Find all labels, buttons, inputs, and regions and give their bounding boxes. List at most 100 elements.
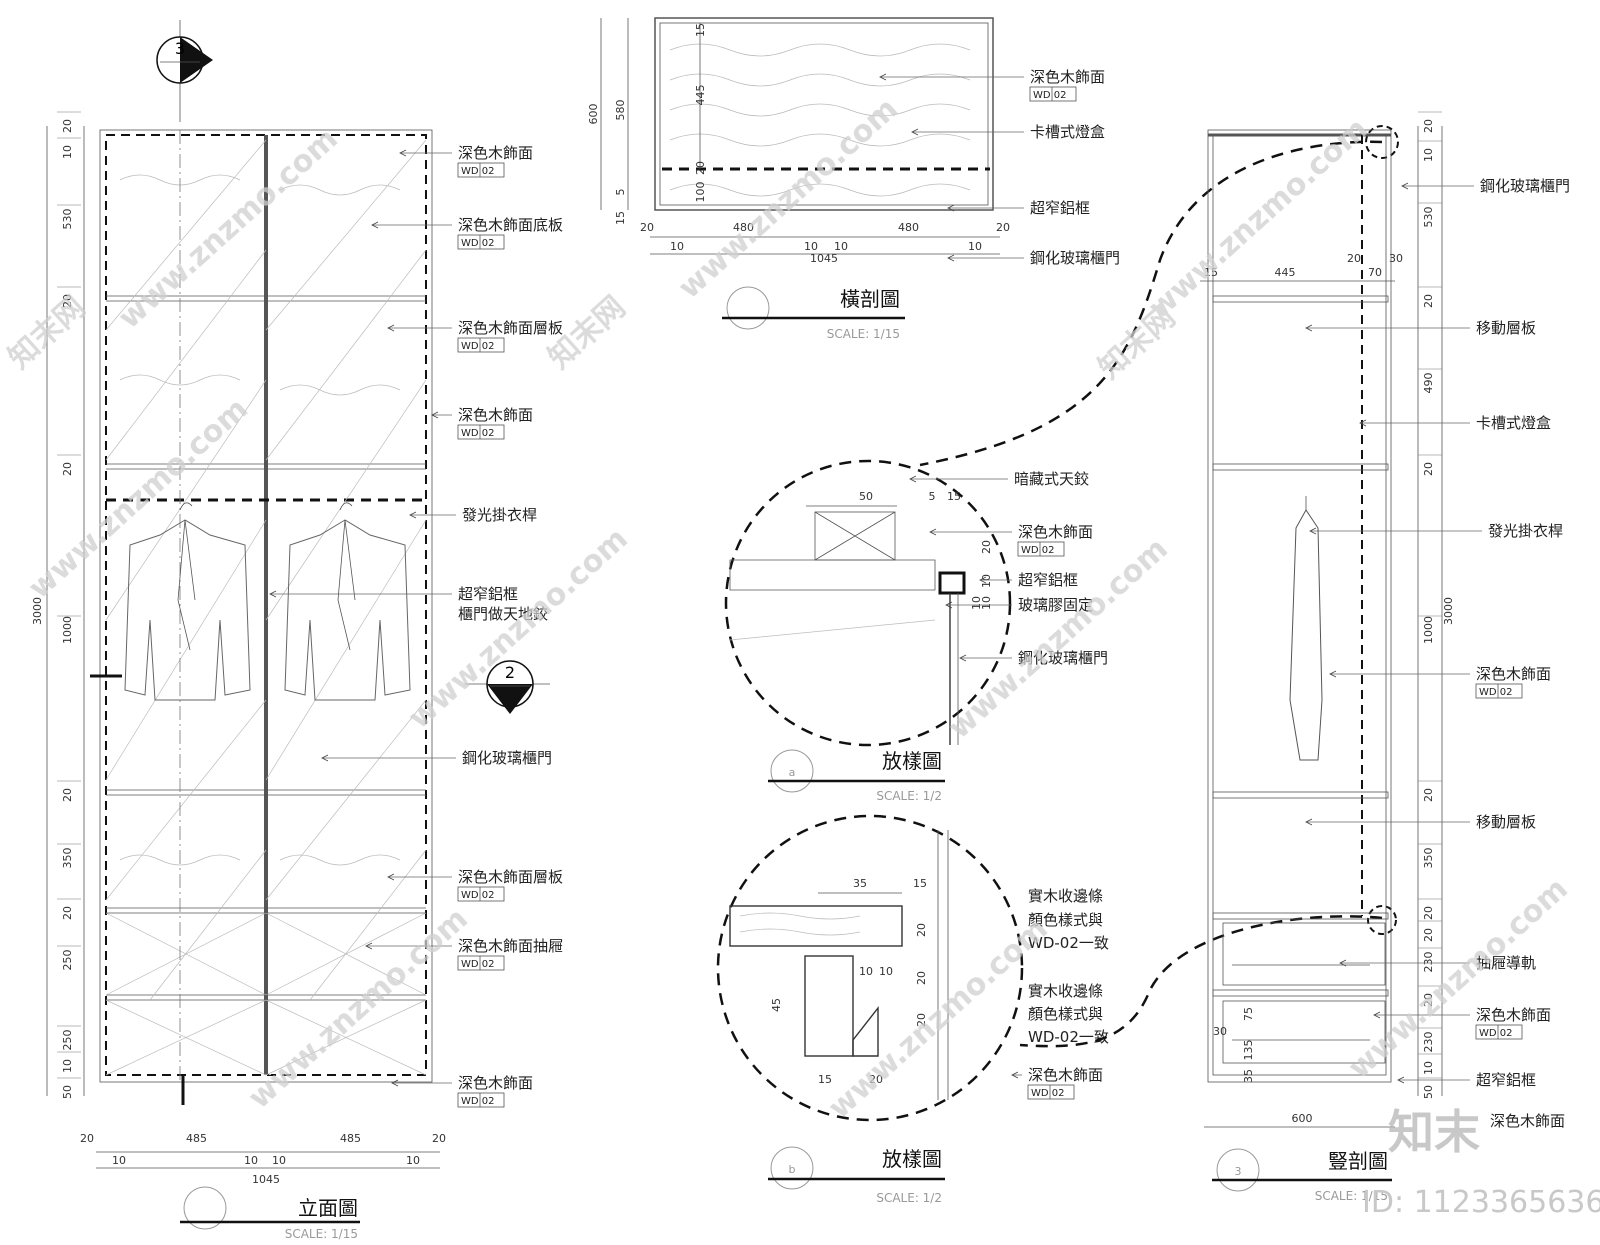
detail-a-dim-2: 15 xyxy=(947,490,961,503)
detail-a-title: 放樣圖 xyxy=(882,749,942,773)
detail_b-label-5: WD-02一致 xyxy=(1028,1028,1109,1046)
side_section-leader-arrow-7 xyxy=(1373,1011,1381,1019)
elevation_view-code-box-3 xyxy=(457,424,505,440)
side-total-width: 600 xyxy=(1292,1112,1313,1125)
side_section-right_dims-10: 20 xyxy=(1422,928,1435,942)
side-top-dim-0: 15 xyxy=(1204,266,1218,279)
detail_b-label-2: WD-02一致 xyxy=(1028,934,1109,952)
side-total-height: 3000 xyxy=(1442,597,1455,625)
elevation_view-vertical_dims-10: 250 xyxy=(61,1030,74,1051)
elevation-callout-side: 2 xyxy=(505,663,515,682)
side-inner-dim-2: 30 xyxy=(1213,1025,1227,1038)
plan_section-code-box-0 xyxy=(1029,86,1077,102)
side_section-leader-arrow-5 xyxy=(1305,818,1313,826)
side_section-label-7: 深色木飾面 xyxy=(1476,1006,1551,1024)
plan-bottom-dim-2: 480 xyxy=(898,221,919,234)
side_section-leader-arrow-3 xyxy=(1309,527,1317,535)
side_section-right_dims-4: 490 xyxy=(1422,373,1435,394)
detail_b-label-1: 顏色樣式與 xyxy=(1028,911,1103,929)
watermark-site-1: www.znzmo.com xyxy=(112,121,345,336)
side_section-right_dims-3: 20 xyxy=(1422,294,1435,308)
watermark-brand-cn-3: 知末网 xyxy=(1092,300,1182,386)
elev-bottom-dim-1: 485 xyxy=(186,1132,207,1145)
detail-b-title: 放樣圖 xyxy=(882,1147,942,1171)
elevation_view-label-6: 櫃門做天地鉸 xyxy=(458,605,548,623)
elevation_view-code-9: WD 02 xyxy=(461,959,495,970)
side-hanging-garment xyxy=(1289,496,1323,761)
elevation_view-label-8: 深色木飾面層板 xyxy=(458,868,563,886)
side-inner-dim-3: 35 xyxy=(1242,1069,1255,1083)
elevation_view-vertical_dims-8: 20 xyxy=(61,906,74,920)
plan-bottom-dim-0: 20 xyxy=(640,221,654,234)
side_section-code-box-4 xyxy=(1475,683,1523,699)
side_section-right_dims-9: 20 xyxy=(1422,906,1435,920)
plan_section-leader-arrow-2 xyxy=(947,204,955,212)
side_section-right_dims-6: 1000 xyxy=(1422,616,1435,644)
detail-b-dim-2: 20 xyxy=(915,923,928,937)
side_section-right_dims-1: 10 xyxy=(1422,148,1435,162)
elevation_view-label-9: 深色木飾面抽屜 xyxy=(458,937,563,955)
detail_b-leader-arrow-6 xyxy=(1011,1071,1019,1079)
side_section-leader-arrow-2 xyxy=(1359,419,1367,427)
elevation_view-leader-arrow-3 xyxy=(431,411,439,419)
elev-bottom-small-3: 10 xyxy=(406,1154,420,1167)
plan-inner-dim-3: 100 xyxy=(694,182,707,203)
elevation_view-leader-arrow-5 xyxy=(269,590,277,598)
drawing-id: ID: 1123365636 xyxy=(1362,1185,1600,1220)
elevation_view-leader-arrow-2 xyxy=(387,324,395,332)
side-inner-dim-0: 75 xyxy=(1242,1007,1255,1021)
plan-bottom-small-2: 10 xyxy=(834,240,848,253)
detail-a-view: 50 5 15 20 10 10 10 a 放樣圖 SCALE: 1/2 暗藏式… xyxy=(724,459,1108,803)
detail_b-label-6: 深色木飾面 xyxy=(1028,1066,1103,1084)
detail-b-leader-curve xyxy=(1019,915,1383,1048)
side_section-leader-arrow-4 xyxy=(1329,670,1337,678)
hanging-jacket-right xyxy=(284,502,411,701)
side_section-label-9: 深色木飾面 xyxy=(1490,1112,1565,1130)
detail_b-label-3: 實木收邊條 xyxy=(1028,982,1103,1000)
elevation-scale: SCALE: 1/15 xyxy=(285,1227,358,1241)
detail_a-label-2: 超窄鋁框 xyxy=(1018,571,1078,589)
side_section-leader-arrow-8 xyxy=(1397,1076,1405,1084)
elevation_view-vertical_dims-7: 350 xyxy=(61,848,74,869)
side-section-view: 15 445 20 70 30 3000 2010530204902010002… xyxy=(1200,111,1570,1203)
detail_b-code-6: WD 02 xyxy=(1031,1088,1065,1099)
elev-total-height: 3000 xyxy=(31,597,44,625)
elevation_view-vertical_dims-0: 20 xyxy=(61,119,74,133)
detail-a-dim-0: 50 xyxy=(859,490,873,503)
brand-logo-text: 知末 xyxy=(1388,1105,1480,1159)
detail_b-label-0: 實木收邊條 xyxy=(1028,887,1103,905)
elevation-bottom-dimensions: 20 485 485 20 10 10 10 10 1045 xyxy=(80,1132,446,1186)
detail-b-dim-4: 10 xyxy=(879,965,893,978)
elevation_view-label-2: 深色木飾面層板 xyxy=(458,319,563,337)
side_section-label-6: 抽屜導軌 xyxy=(1476,954,1536,972)
side-inner-dim-1: 135 xyxy=(1242,1040,1255,1061)
side_section-right_dims-7: 20 xyxy=(1422,788,1435,802)
side_section-label-0: 鋼化玻璃櫃門 xyxy=(1480,177,1570,195)
side_section-right_dims-13: 230 xyxy=(1422,1032,1435,1053)
detail-a-dim-4: 10 xyxy=(980,574,993,588)
elevation_view-vertical_dims-1: 10 xyxy=(61,145,74,159)
side_section-label-2: 卡槽式燈盒 xyxy=(1476,414,1551,432)
detail_a-code-box-1 xyxy=(1017,541,1065,557)
detail-a-dim-3: 20 xyxy=(980,540,993,554)
plan-total-width: 1045 xyxy=(810,252,838,265)
elevation_view-vertical_dims-3: 20 xyxy=(61,294,74,308)
side_section-right_dims-15: 50 xyxy=(1422,1085,1435,1099)
detail_a-leader-arrow-2 xyxy=(979,576,987,584)
side_section-right_dims-12: 20 xyxy=(1422,993,1435,1007)
plan_section-leader-arrow-0 xyxy=(879,73,887,81)
elevation_view-label-7: 鋼化玻璃櫃門 xyxy=(462,749,552,767)
side_section-label-8: 超窄鋁框 xyxy=(1476,1071,1536,1089)
plan-section-scale: SCALE: 1/15 xyxy=(827,327,900,341)
detail_a-leader-arrow-4 xyxy=(959,654,967,662)
section-callout-3: 3 xyxy=(156,20,213,122)
plan-left-dim-3: 15 xyxy=(614,211,627,225)
plan_section-label-0: 深色木飾面 xyxy=(1030,68,1105,86)
side-top-dim-1: 445 xyxy=(1275,266,1296,279)
hanging-jacket-left xyxy=(124,502,251,701)
elevation_view-code-box-0 xyxy=(457,162,505,178)
detail-a-dim-1: 5 xyxy=(929,490,936,503)
